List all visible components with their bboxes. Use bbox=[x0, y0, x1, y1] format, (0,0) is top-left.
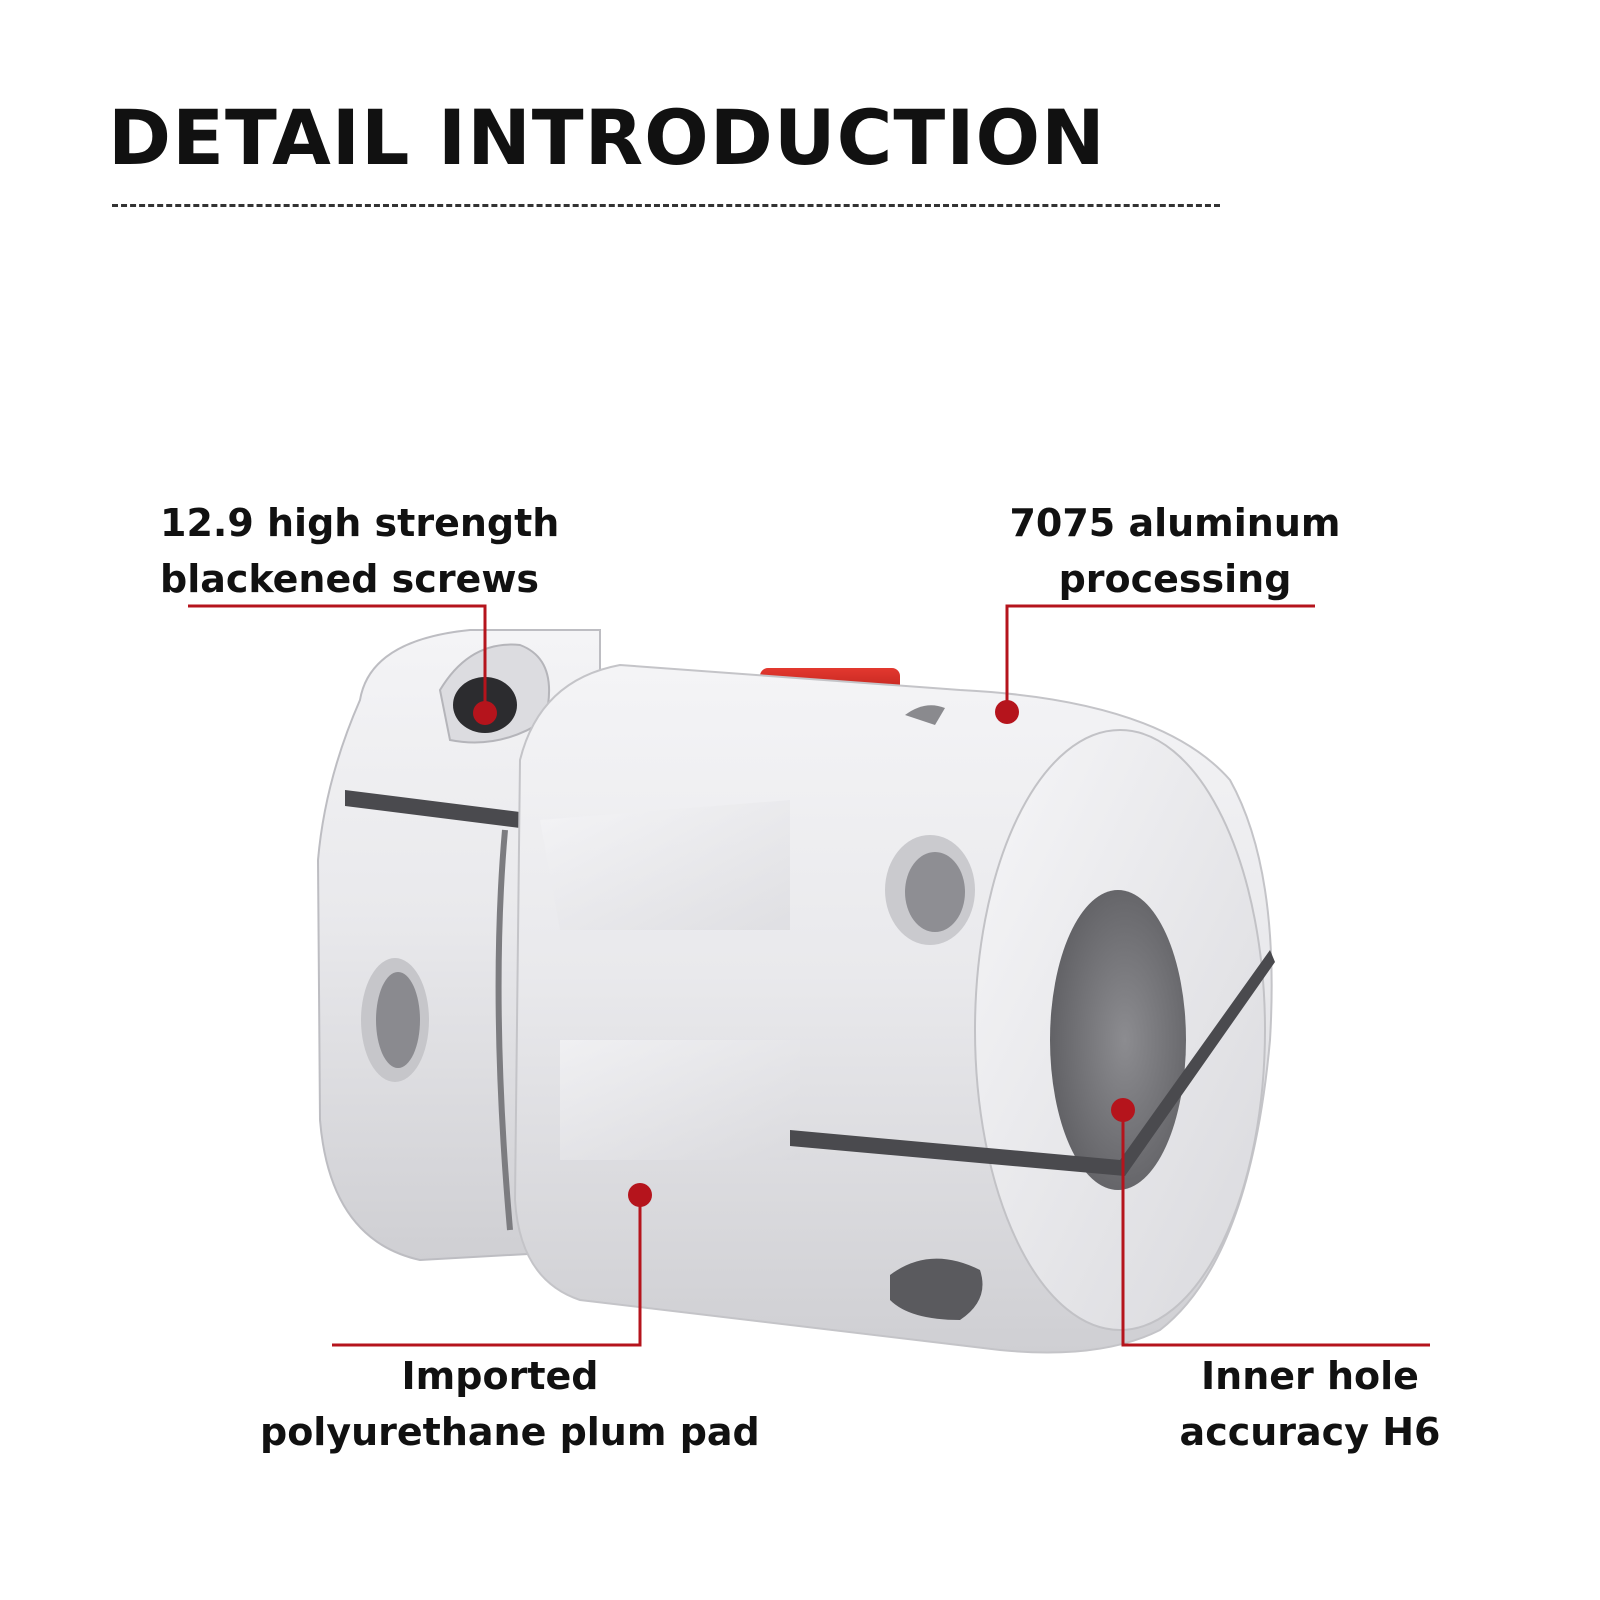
callout-hole-line2: accuracy H6 bbox=[1179, 1410, 1441, 1454]
right-hub bbox=[513, 663, 1275, 1354]
callout-pad-line1: Imported bbox=[401, 1354, 599, 1398]
dot-screws bbox=[473, 701, 497, 725]
page-title: DETAIL INTRODUCTION bbox=[108, 93, 1106, 182]
callout-dots bbox=[473, 700, 1135, 1207]
leader-screws bbox=[188, 604, 487, 705]
callout-aluminum-label: 7075 aluminum processing bbox=[990, 495, 1360, 607]
callout-pad-line2: polyurethane plum pad bbox=[260, 1410, 760, 1454]
leader-aluminum bbox=[1005, 604, 1315, 712]
dot-aluminum bbox=[995, 700, 1019, 724]
callout-screws-line2: blackened screws bbox=[160, 557, 540, 601]
callout-screws-label: 12.9 high strength blackened screws bbox=[160, 495, 560, 607]
leader-pad bbox=[332, 1195, 642, 1347]
title-divider bbox=[112, 204, 1220, 207]
callout-hole-line1: Inner hole bbox=[1201, 1354, 1419, 1398]
callout-screws-line1: 12.9 high strength bbox=[160, 501, 560, 545]
leader-hole bbox=[1121, 1110, 1430, 1347]
dot-pad bbox=[628, 1183, 652, 1207]
callout-aluminum-line1: 7075 aluminum bbox=[1009, 501, 1341, 545]
callout-pad-label: Imported polyurethane plum pad bbox=[260, 1348, 760, 1460]
callout-aluminum-line2: processing bbox=[1058, 557, 1292, 601]
callout-leaders bbox=[188, 604, 1430, 1347]
hub-gap-line bbox=[495, 829, 513, 1231]
callout-hole-label: Inner hole accuracy H6 bbox=[1140, 1348, 1480, 1460]
dot-hole bbox=[1111, 1098, 1135, 1122]
